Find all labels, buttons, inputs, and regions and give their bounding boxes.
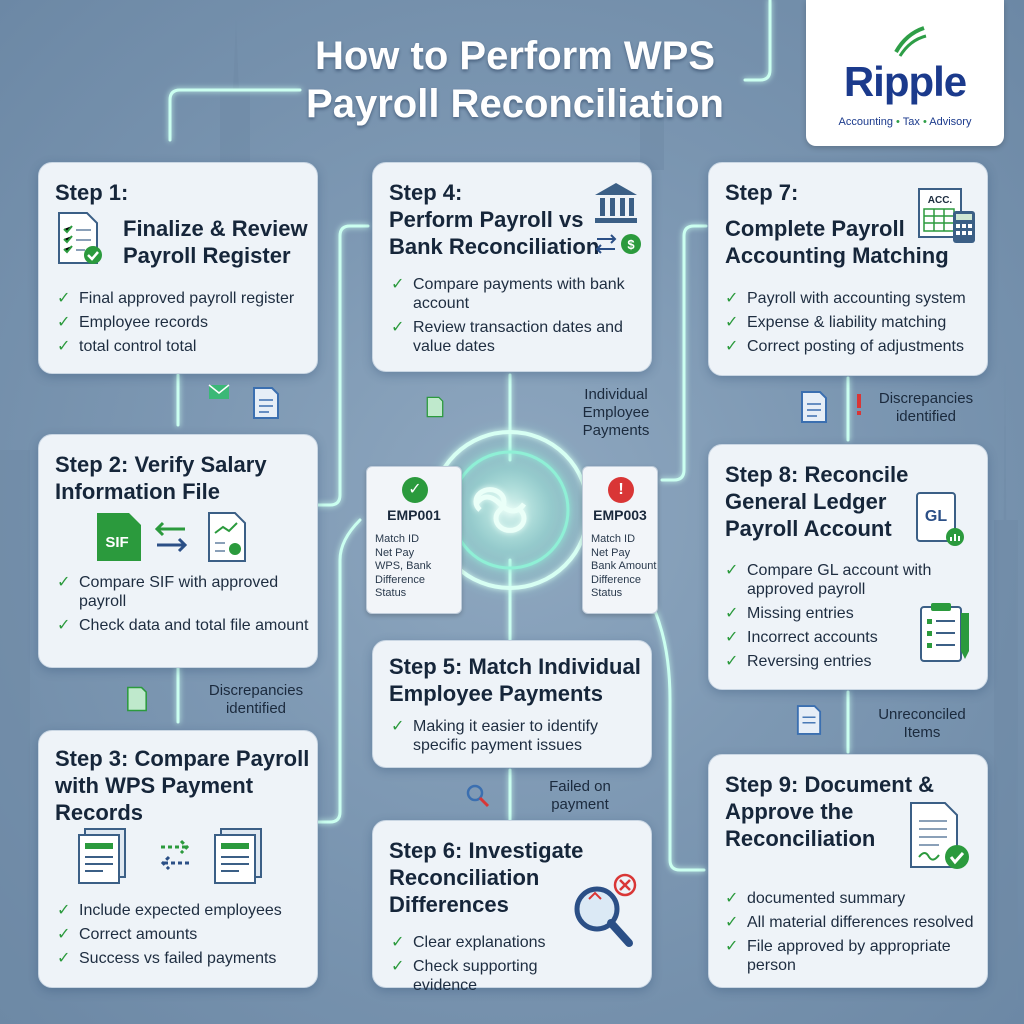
list-item: Compare payments with bank account (391, 275, 631, 313)
document-icon (127, 686, 147, 712)
document-icon (253, 387, 279, 419)
list-item: Compare SIF with approved payroll (57, 573, 315, 611)
list-item: Expense & liability matching (725, 313, 987, 332)
match-check-icon: ✓ (402, 477, 428, 503)
step-1-checklist: Final approved payroll register Employee… (57, 289, 319, 361)
wps-record-icon (214, 828, 262, 884)
list-item: Missing entries (725, 604, 935, 623)
list-item: Correct posting of adjustments (725, 337, 987, 356)
step-1-title: Step 1: (55, 180, 129, 205)
step-4-checklist: Compare payments with bank account Revie… (391, 275, 631, 361)
alert-icon: ! (608, 477, 634, 503)
list-item: Review transaction dates and value dates (391, 318, 631, 356)
list-item: documented summary (725, 889, 987, 908)
list-item: Check data and total file amount (57, 616, 315, 635)
step-9-checklist: documented summary All material differen… (725, 889, 987, 980)
list-item: Final approved payroll register (57, 289, 319, 308)
step-5-checklist: Making it easier to identify specific pa… (391, 717, 637, 760)
step-7-checklist: Payroll with accounting system Expense &… (725, 289, 987, 361)
general-ledger-icon: GL (916, 492, 964, 546)
step-3-checklist: Include expected employees Correct amoun… (57, 901, 319, 973)
document-icon (796, 705, 822, 735)
magnifier-small-icon (466, 784, 490, 808)
document-icon (426, 396, 444, 418)
document-icon (801, 391, 827, 423)
step-2-checklist: Compare SIF with approved payroll Check … (57, 573, 315, 640)
payroll-report-icon (208, 512, 246, 562)
list-item: total control total (57, 337, 319, 356)
payroll-document-icon (78, 828, 126, 884)
svg-text:ACC.: ACC. (928, 195, 953, 206)
list-item: Compare GL account with approved payroll (725, 561, 935, 599)
magnifier-icon (574, 873, 637, 947)
bank-icon (595, 183, 637, 223)
step-6-checklist: Clear explanations Check supporting evid… (391, 933, 591, 1000)
step-8-checklist: Compare GL account with approved payroll… (725, 561, 935, 676)
sif-file-icon: SIF (97, 513, 141, 561)
list-item: File approved by appropriate person (725, 937, 987, 975)
ripple-logo: Ripple Accounting • Tax • Advisory (806, 0, 1004, 146)
list-item: Check supporting evidence (391, 957, 591, 995)
step-7-title: Step 7: (725, 180, 799, 205)
list-item: Reversing entries (725, 652, 935, 671)
list-item: Incorrect accounts (725, 628, 935, 647)
page-title: How to Perform WPS Payroll Reconciliatio… (306, 34, 724, 126)
email-icon (208, 384, 230, 399)
svg-text:GL: GL (925, 508, 947, 525)
list-item: Success vs failed payments (57, 949, 319, 968)
step-4-title: Step 4: Perform Payroll vs Bank Reconcil… (389, 180, 600, 259)
list-item: All material differences resolved (725, 913, 987, 932)
list-item: Clear explanations (391, 933, 591, 952)
approved-document-icon (910, 802, 969, 869)
list-item: Correct amounts (57, 925, 319, 944)
svg-text:$: $ (627, 237, 635, 252)
exchange-arrows-icon (154, 521, 188, 553)
accounting-ledger-icon: ACC. (918, 188, 975, 243)
transfer-money-icon: $ (595, 234, 641, 254)
payroll-register-icon (58, 212, 102, 264)
list-item: Payroll with accounting system (725, 289, 987, 308)
svg-text:SIF: SIF (105, 534, 128, 551)
list-item: Making it easier to identify specific pa… (391, 717, 637, 755)
ripple-swoosh-icon (894, 26, 927, 57)
compare-arrows-icon (160, 839, 190, 871)
list-item: Include expected employees (57, 901, 319, 920)
step-4-card: Step 4: Perform Payroll vs Bank Reconcil… (372, 162, 652, 372)
list-item: Employee records (57, 313, 319, 332)
alert-mark-icon (857, 394, 861, 415)
